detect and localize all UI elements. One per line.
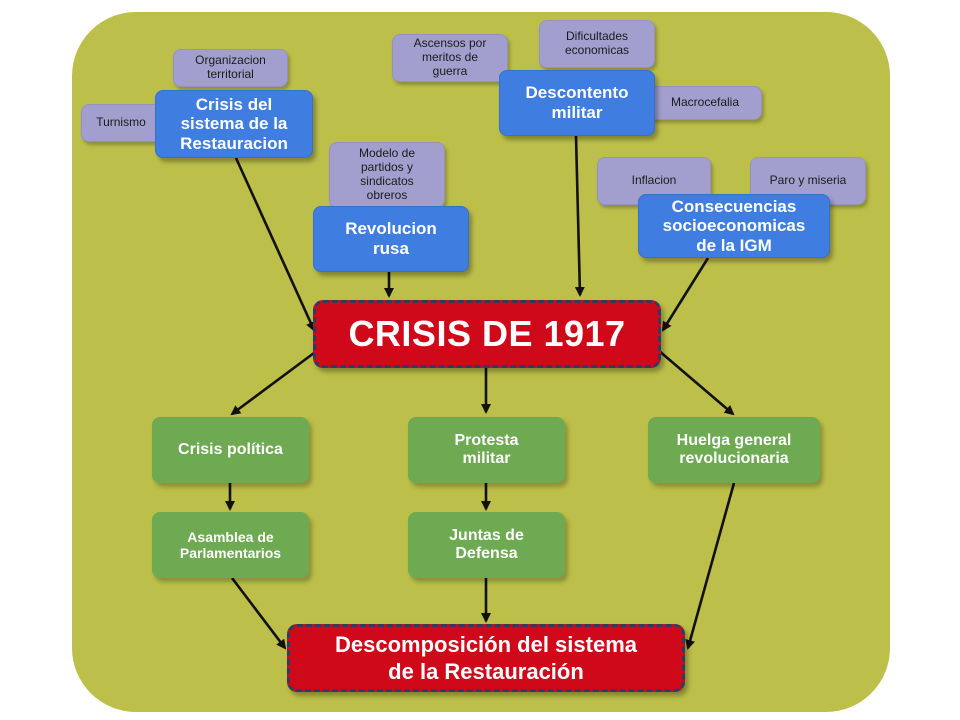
modelo-partidos-box: Modelo de partidos y sindicatos obreros bbox=[329, 142, 445, 208]
crisis-politica-label: Crisis política bbox=[178, 440, 283, 458]
juntas-defensa-label: Juntas de Defensa bbox=[449, 526, 524, 562]
juntas-defensa-box: Juntas de Defensa bbox=[408, 512, 565, 578]
consecuencias-box: Consecuencias socioeconomicas de la IGM bbox=[638, 194, 830, 258]
macrocefalia-box: Macrocefalia bbox=[648, 86, 762, 120]
dificultades-label: Dificultades economicas bbox=[564, 29, 630, 57]
revolucion-rusa-label: Revolucion rusa bbox=[345, 219, 437, 258]
consecuencias-label: Consecuencias socioeconomicas de la IGM bbox=[662, 196, 806, 255]
paro-miseria-label: Paro y miseria bbox=[769, 173, 847, 188]
modelo-partidos-label: Modelo de partidos y sindicatos obreros bbox=[358, 146, 416, 202]
inflacion-label: Inflacion bbox=[631, 173, 677, 188]
crisis-1917-box: CRISIS DE 1917 bbox=[313, 300, 661, 368]
huelga-general-label: Huelga general revolucionaria bbox=[676, 431, 792, 467]
crisis-sistema-label: Crisis del sistema de la Restauracion bbox=[180, 94, 288, 153]
protesta-militar-box: Protesta militar bbox=[408, 417, 565, 483]
organizacion-territorial-box: Organizacion territorial bbox=[173, 49, 288, 87]
dificultades-box: Dificultades economicas bbox=[539, 20, 655, 68]
asamblea-label: Asamblea de Parlamentarios bbox=[179, 528, 282, 561]
huelga-general-box: Huelga general revolucionaria bbox=[648, 417, 820, 483]
ascensos-box: Ascensos por meritos de guerra bbox=[392, 34, 508, 82]
revolucion-rusa-box: Revolucion rusa bbox=[313, 206, 469, 272]
crisis-1917-title: CRISIS DE 1917 bbox=[348, 313, 626, 355]
crisis-politica-box: Crisis política bbox=[152, 417, 309, 483]
descomposicion-title: Descomposición del sistema de la Restaur… bbox=[335, 631, 637, 685]
macrocefalia-label: Macrocefalia bbox=[670, 95, 740, 110]
ascensos-label: Ascensos por meritos de guerra bbox=[413, 36, 487, 78]
descomposicion-box: Descomposición del sistema de la Restaur… bbox=[287, 624, 685, 692]
turnismo-box: Turnismo bbox=[81, 104, 161, 142]
crisis-sistema-box: Crisis del sistema de la Restauracion bbox=[155, 90, 313, 158]
protesta-militar-label: Protesta militar bbox=[454, 431, 519, 467]
asamblea-box: Asamblea de Parlamentarios bbox=[152, 512, 309, 578]
organizacion-territorial-label: Organizacion territorial bbox=[195, 53, 266, 81]
descontento-militar-box: Descontento militar bbox=[499, 70, 655, 136]
turnismo-label: Turnismo bbox=[96, 115, 146, 130]
descontento-militar-label: Descontento militar bbox=[525, 83, 629, 122]
